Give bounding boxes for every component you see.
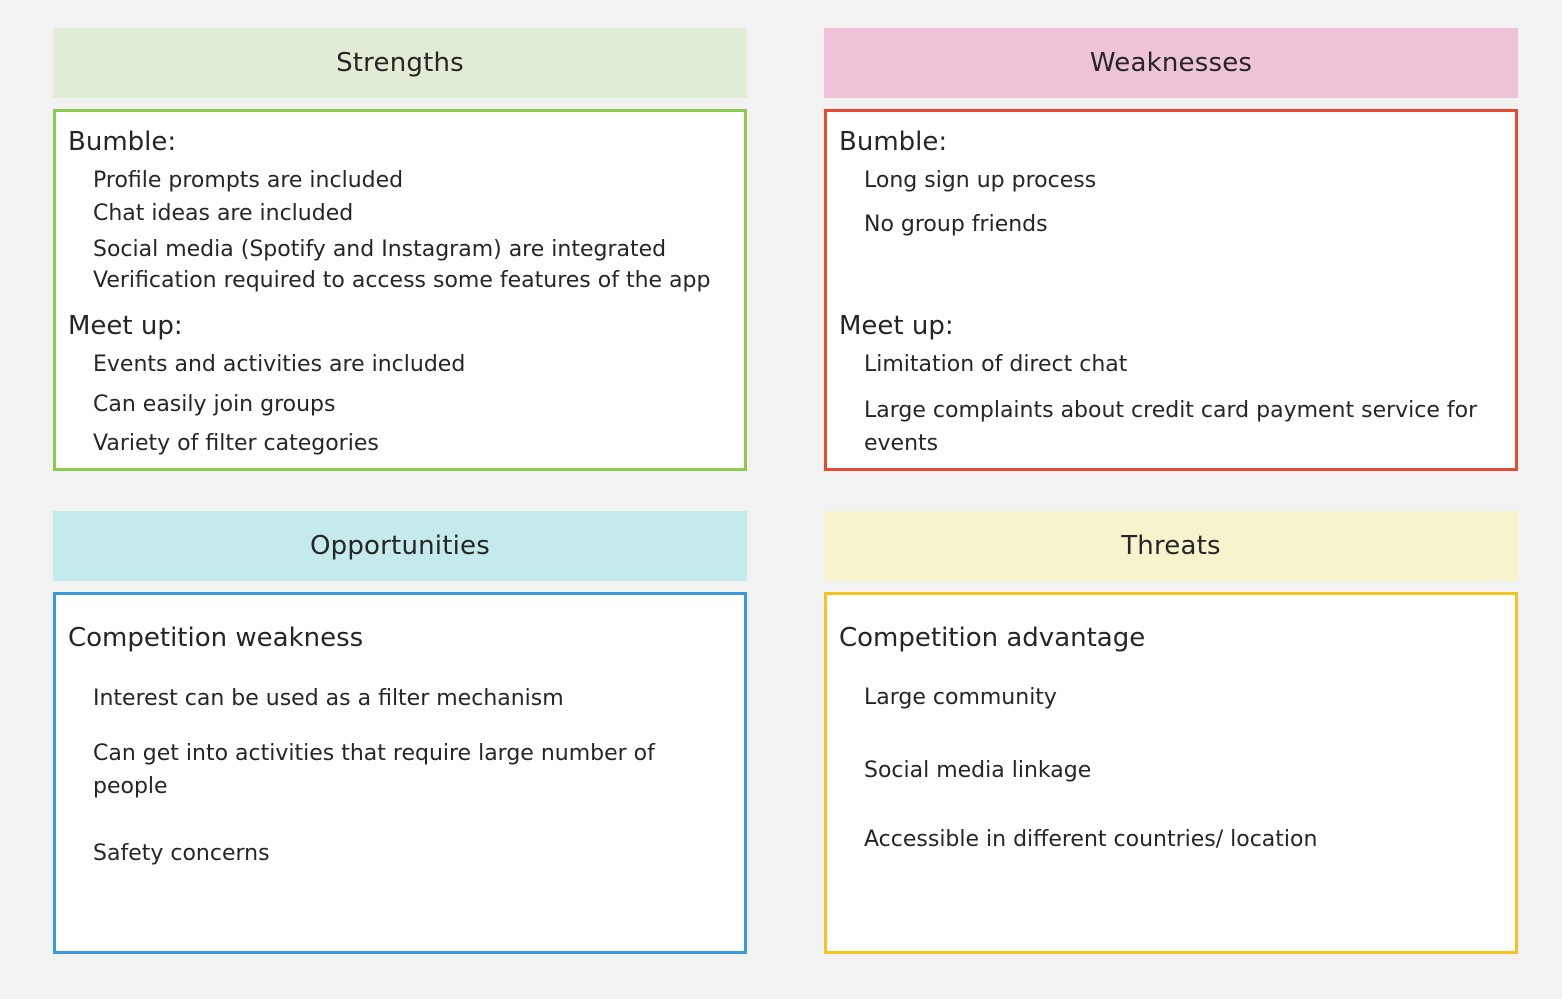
strengths-item: Events and activities are included — [93, 352, 466, 377]
weaknesses-item: Large complaints about credit card payme… — [864, 398, 1478, 456]
threats-header: Threats — [824, 511, 1518, 581]
strengths-header: Strengths — [53, 28, 747, 98]
threats-section-heading: Competition advantage — [839, 623, 1146, 653]
opportunities-item: Safety concerns — [93, 841, 270, 866]
threats-box: Competition advantage Large community So… — [824, 592, 1518, 954]
weaknesses-section-bumble-heading: Bumble: — [839, 127, 948, 157]
threats-item: Social media linkage — [864, 758, 1092, 783]
weaknesses-item: No group friends — [864, 212, 1048, 237]
threats-item: Large community — [864, 685, 1057, 710]
weaknesses-item: Limitation of direct chat — [864, 352, 1128, 377]
threats-item: Accessible in different countries/ locat… — [864, 827, 1318, 852]
weaknesses-item: Long sign up process — [864, 168, 1097, 193]
strengths-section-bumble-heading: Bumble: — [68, 127, 177, 157]
strengths-item: Variety of filter categories — [93, 431, 379, 456]
strengths-box: Bumble: Profile prompts are included Cha… — [53, 109, 747, 471]
weaknesses-header: Weaknesses — [824, 28, 1518, 98]
weaknesses-title: Weaknesses — [1089, 48, 1253, 78]
opportunities-section-heading: Competition weakness — [68, 623, 364, 653]
opportunities-item: Can get into activities that require lar… — [93, 741, 655, 799]
opportunities-item: Interest can be used as a filter mechani… — [93, 686, 564, 711]
strengths-item: Verification required to access some fea… — [93, 268, 711, 293]
strengths-title: Strengths — [336, 48, 464, 78]
threats-title: Threats — [1121, 531, 1221, 561]
strengths-item: Profile prompts are included — [93, 168, 404, 193]
strengths-item: Chat ideas are included — [93, 201, 354, 226]
weaknesses-box: Bumble: Long sign up process No group fr… — [824, 109, 1518, 471]
opportunities-title: Opportunities — [309, 531, 490, 561]
strengths-item: Can easily join groups — [93, 392, 336, 417]
strengths-item: Social media (Spotify and Instagram) are… — [93, 237, 667, 262]
opportunities-box: Competition weakness Interest can be use… — [53, 592, 747, 954]
opportunities-header: Opportunities — [53, 511, 747, 581]
weaknesses-section-meetup-heading: Meet up: — [839, 311, 954, 341]
strengths-section-meetup-heading: Meet up: — [68, 311, 183, 341]
